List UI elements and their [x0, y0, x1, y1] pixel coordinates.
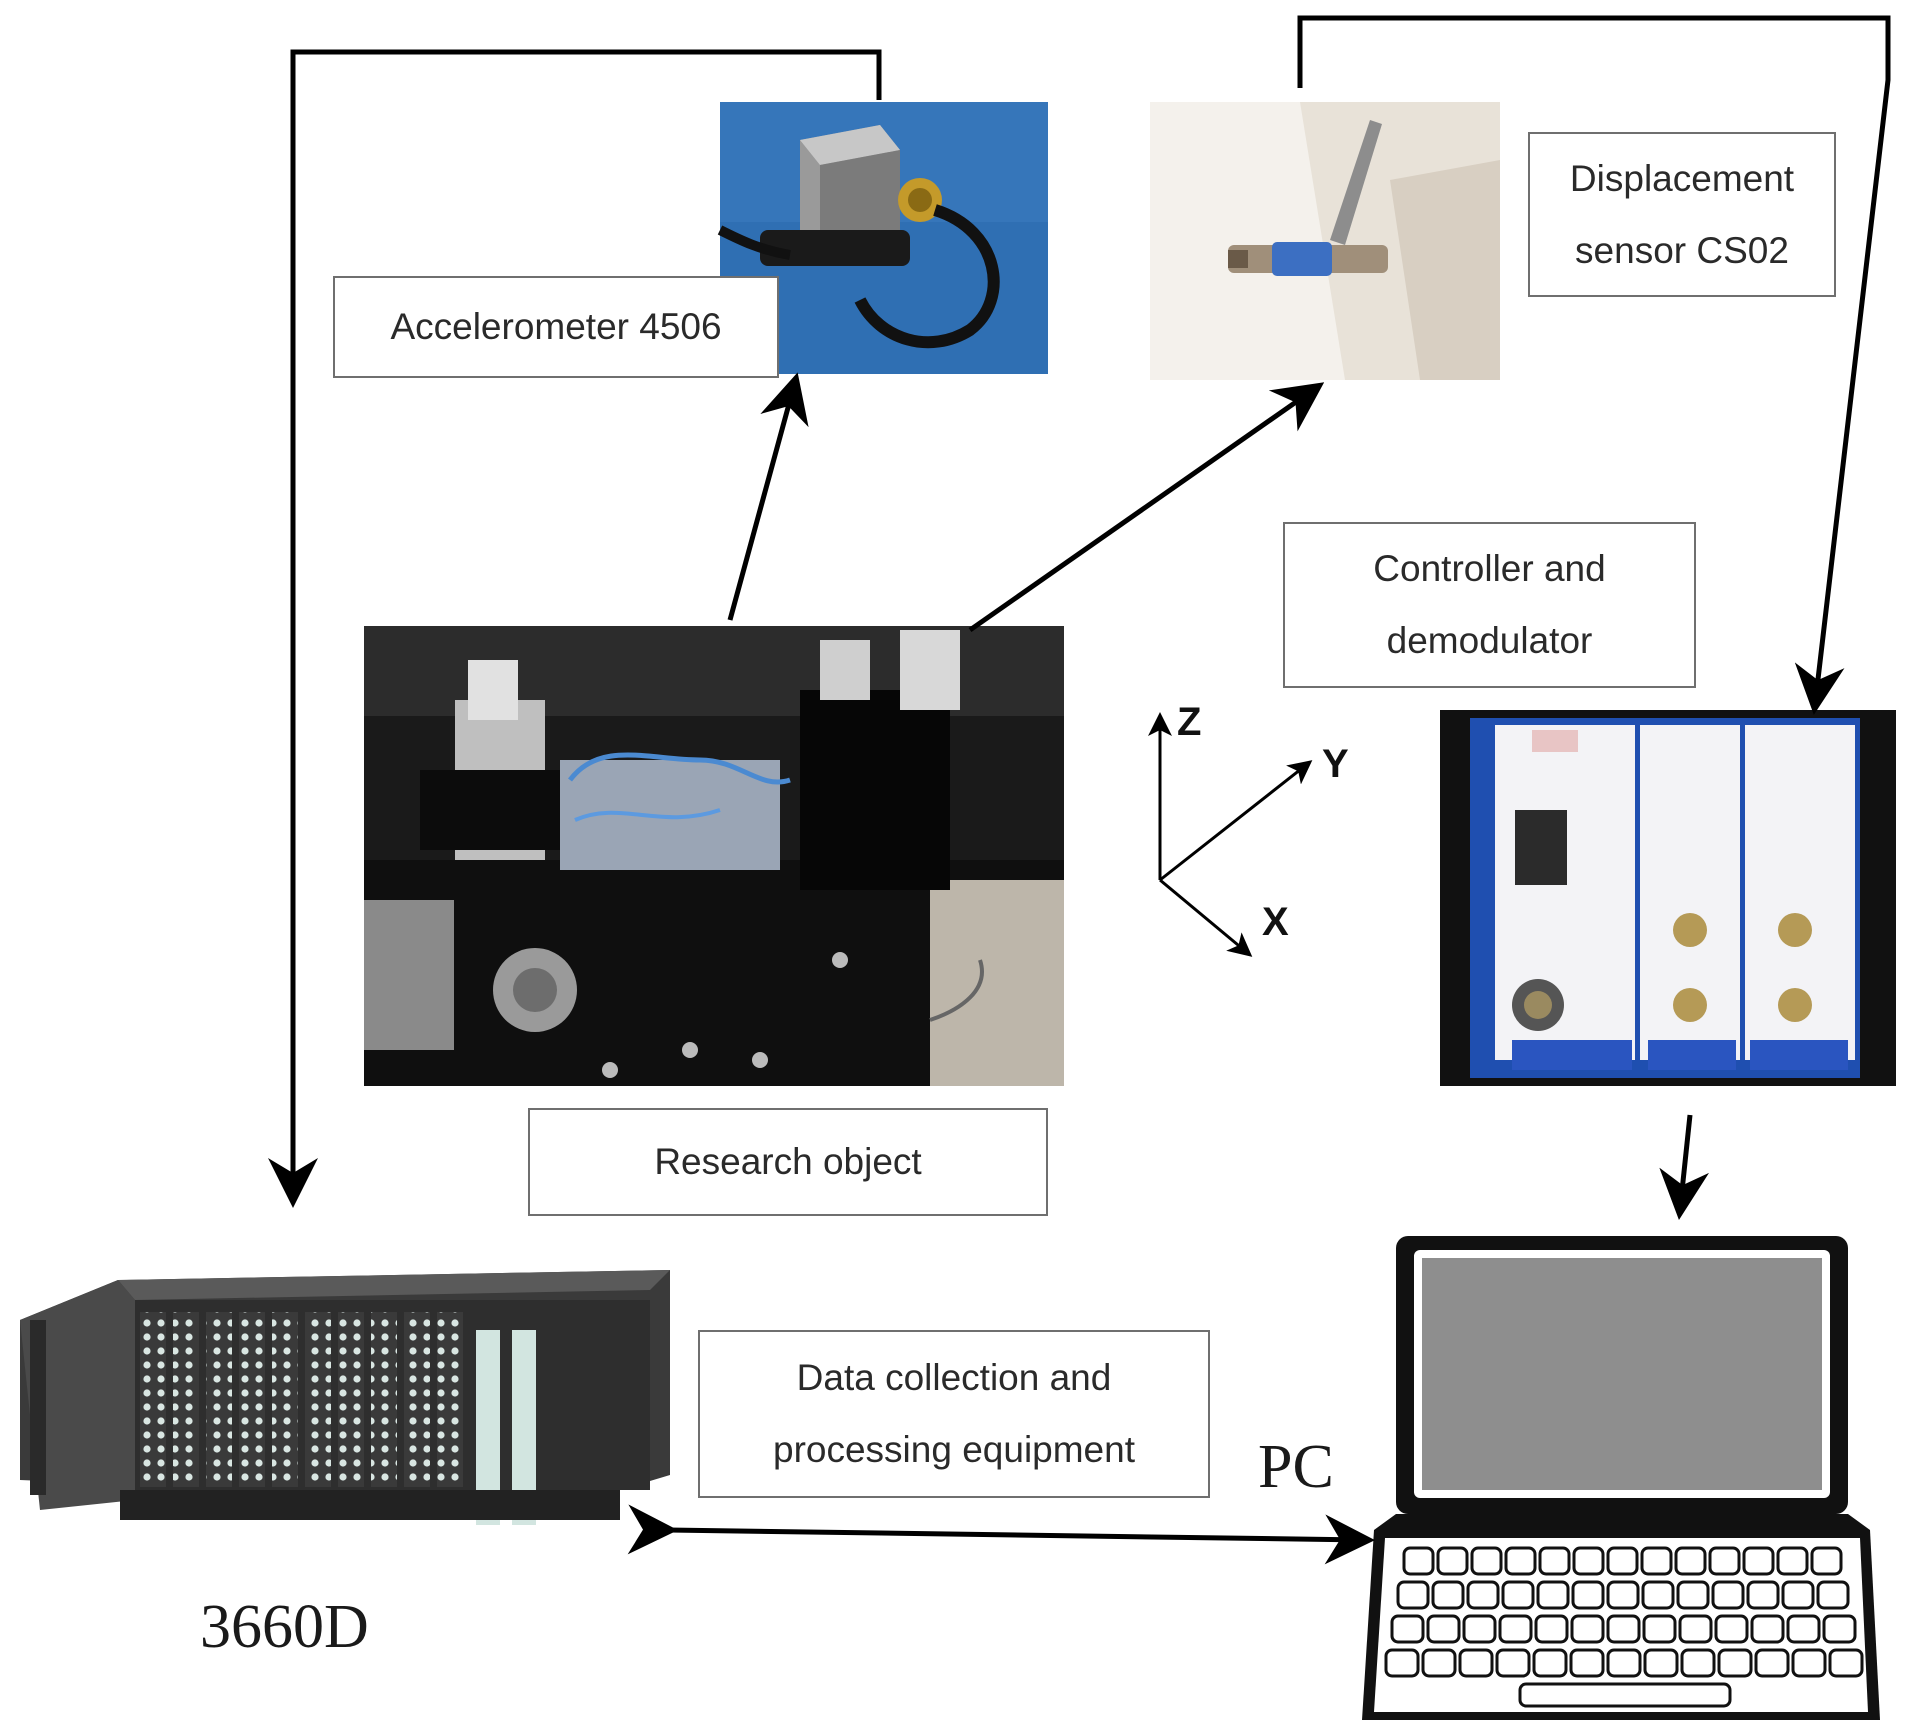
- keyboard-key: [1498, 1614, 1533, 1644]
- keyboard-key: [1534, 1614, 1569, 1644]
- connector-displacement-to-controller: [1297, 15, 1891, 715]
- keyboard-key: [1462, 1614, 1497, 1644]
- accelerometer-photo: [717, 102, 1048, 374]
- arrow-controller-to-pc: [1659, 1114, 1710, 1220]
- research-object-label-text: Research object: [654, 1141, 922, 1182]
- keyboard-key: [1532, 1648, 1568, 1678]
- keyboard-key: [1495, 1648, 1531, 1678]
- keyboard-key: [1750, 1614, 1785, 1644]
- keyboard-key: [1810, 1546, 1843, 1576]
- axis-y-label: Y: [1322, 742, 1349, 786]
- keyboard-key: [1501, 1580, 1535, 1610]
- pc-label: PC: [1258, 1433, 1334, 1501]
- controller-label-line1: Controller and: [1373, 548, 1606, 589]
- daq-model-label: 3660D: [200, 1593, 369, 1661]
- keyboard-key: [1641, 1580, 1675, 1610]
- keyboard-key: [1678, 1614, 1713, 1644]
- keyboard-key: [1504, 1546, 1537, 1576]
- keyboard-key: [1791, 1648, 1827, 1678]
- keyboard-key: [1640, 1546, 1673, 1576]
- keyboard-key: [1742, 1546, 1775, 1576]
- arrow-daq-to-pc: [627, 1504, 1375, 1565]
- keyboard-key: [1746, 1580, 1780, 1610]
- displacement-sensor-label-line2: sensor CS02: [1575, 229, 1789, 271]
- keyboard-key: [1776, 1546, 1809, 1576]
- keyboard-key: [1426, 1614, 1461, 1644]
- keyboard-key: [1606, 1648, 1642, 1678]
- keyboard-key: [1828, 1648, 1864, 1678]
- keyboard-key: [1536, 1580, 1570, 1610]
- arrow-research-to-accelerometer: [727, 372, 809, 621]
- axis-x-label: X: [1262, 900, 1289, 944]
- keyboard-key: [1572, 1546, 1605, 1576]
- displacement-sensor-label-line1: Displacement: [1569, 157, 1795, 199]
- keyboard-key: [1458, 1648, 1494, 1678]
- keyboard-key: [1606, 1614, 1641, 1644]
- keyboard-key: [1816, 1580, 1850, 1610]
- axis-y: [1159, 760, 1313, 882]
- keyboard-key: [1436, 1546, 1469, 1576]
- accelerometer-label-text: Accelerometer 4506: [390, 306, 722, 347]
- keyboard-key: [1711, 1580, 1745, 1610]
- controller-label-line2: demodulator: [1386, 620, 1593, 661]
- keyboard-key: [1466, 1580, 1500, 1610]
- keyboard-key: [1606, 1580, 1640, 1610]
- displacement-sensor-label: Displacement sensor CS02: [1528, 132, 1836, 297]
- keyboard-key: [1390, 1614, 1425, 1644]
- keyboard-key: [1396, 1580, 1430, 1610]
- keyboard-key: [1643, 1648, 1679, 1678]
- keyboard-key: [1708, 1546, 1741, 1576]
- keyboard-key: [1570, 1614, 1605, 1644]
- keyboard-key: [1781, 1580, 1815, 1610]
- keyboard-key: [1754, 1648, 1790, 1678]
- keyboard-key: [1822, 1614, 1857, 1644]
- keyboard-key: [1676, 1580, 1710, 1610]
- laptop-icon: [1362, 1236, 1880, 1720]
- axis-z-label: Z: [1177, 700, 1202, 744]
- keyboard-key: [1384, 1648, 1420, 1678]
- data-collection-label: Data collection and processing equipment: [698, 1330, 1210, 1498]
- keyboard-key: [1569, 1648, 1605, 1678]
- arrow-research-to-displacement: [968, 382, 1325, 633]
- keyboard-key: [1786, 1614, 1821, 1644]
- keyboard-key: [1717, 1648, 1753, 1678]
- data-collection-label-line2: processing equipment: [773, 1429, 1135, 1470]
- keyboard-key: [1606, 1546, 1639, 1576]
- accelerometer-label: Accelerometer 4506: [333, 276, 779, 378]
- controller-label: Controller and demodulator: [1283, 522, 1696, 688]
- keyboard-key: [1714, 1614, 1749, 1644]
- keyboard-spacebar: [1518, 1682, 1732, 1708]
- displacement-sensor-photo: [1150, 102, 1500, 380]
- keyboard-key: [1402, 1546, 1435, 1576]
- keyboard-key: [1571, 1580, 1605, 1610]
- research-object-photo: [364, 626, 1064, 1086]
- axis-x: [1159, 878, 1253, 957]
- keyboard-key: [1421, 1648, 1457, 1678]
- research-object-label: Research object: [528, 1108, 1048, 1216]
- controller-photo: [1440, 710, 1896, 1086]
- keyboard-key: [1642, 1614, 1677, 1644]
- keyboard-key: [1674, 1546, 1707, 1576]
- keyboard-key: [1680, 1648, 1716, 1678]
- keyboard-key: [1470, 1546, 1503, 1576]
- connector-accelerometer-to-daq: [268, 49, 882, 1208]
- coordinate-axes: [1148, 712, 1313, 957]
- keyboard-key: [1538, 1546, 1571, 1576]
- keyboard-key: [1431, 1580, 1465, 1610]
- data-acquisition-unit-icon: [20, 1270, 670, 1525]
- data-collection-label-line1: Data collection and: [796, 1357, 1112, 1398]
